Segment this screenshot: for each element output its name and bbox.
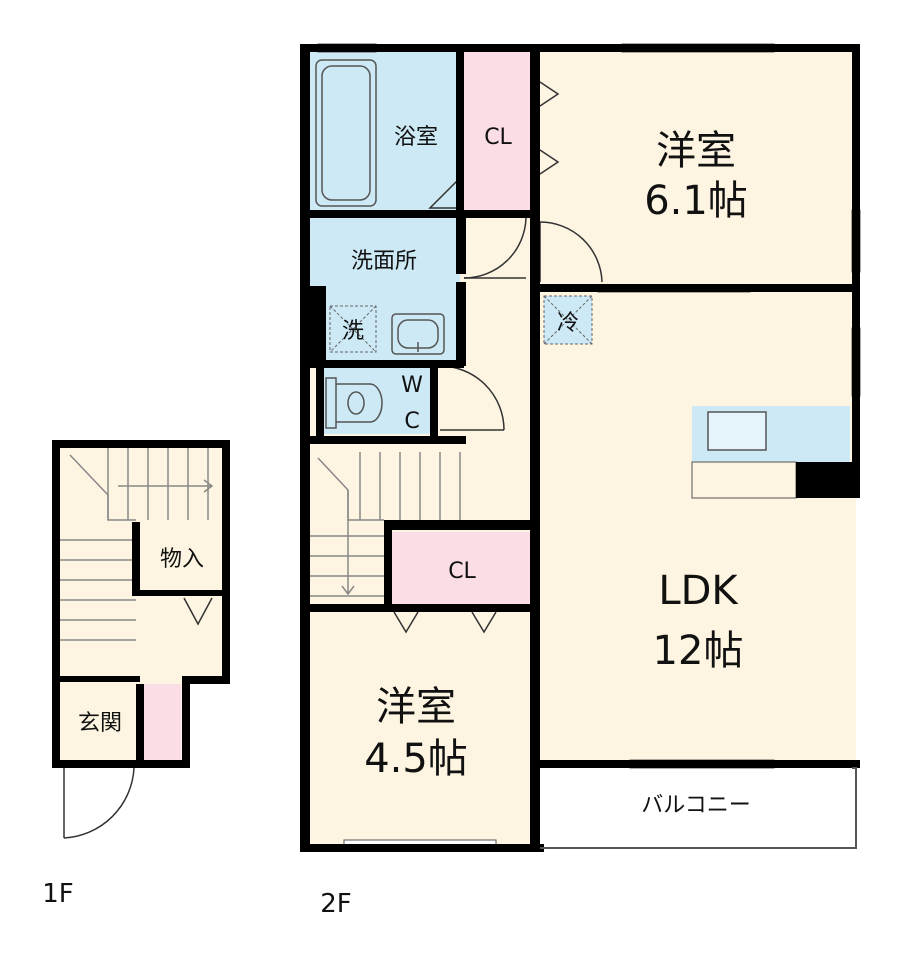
walls-2f [300,44,860,852]
toilet-icon [325,377,383,429]
ldk-label: LDK [658,568,739,614]
bathroom [310,52,458,212]
western-room-1-label: 洋室 [656,128,736,174]
bathtub-icon [315,59,377,207]
toilet [322,368,434,434]
second-floor: 浴室 CL 洋室 6.1帖 洗面所 洗 冷 W C CL LDK 12帖 洋室 … [300,43,861,919]
washing-machine-icon [329,305,377,353]
walls-1f [52,440,230,768]
storage-closet [138,526,222,592]
balcony-railing [540,767,857,849]
balcony-area [540,764,856,846]
closet-lower-label: CL [448,559,476,584]
kitchen-sink-icon [707,411,767,451]
closet-lower [390,532,530,606]
ldk-size: 12帖 [653,628,744,674]
western-room-1-size: 6.1帖 [644,178,748,224]
toilet-label-w: W [401,373,423,398]
kitchen-counter-base [691,461,797,499]
western-room-2-size: 4.5帖 [364,736,468,782]
storage-label: 物入 [160,547,204,572]
stairs-1f [60,448,214,641]
closet-upper-label: CL [484,125,512,150]
washer-label: 洗 [342,319,364,344]
refrigerator-label: 冷 [557,311,579,336]
toilet-label-c: C [404,409,419,434]
closet-upper [464,52,530,212]
entrance-label: 玄関 [78,711,122,736]
balcony-label: バルコニー [641,793,751,818]
refrigerator-icon [543,295,593,345]
storage-door [183,597,213,626]
sink-icon [391,313,445,355]
first-floor: 物入 玄関 1F [42,440,230,909]
bathroom-label: 浴室 [394,125,438,150]
stairs-2f [310,452,461,597]
western-room-2-label: 洋室 [376,684,456,730]
entrance-closet [143,684,181,760]
floor-label-1f: 1F [42,879,74,909]
floor-label-2f: 2F [320,889,352,919]
washroom-label: 洗面所 [351,249,417,274]
entrance-door [63,767,135,839]
